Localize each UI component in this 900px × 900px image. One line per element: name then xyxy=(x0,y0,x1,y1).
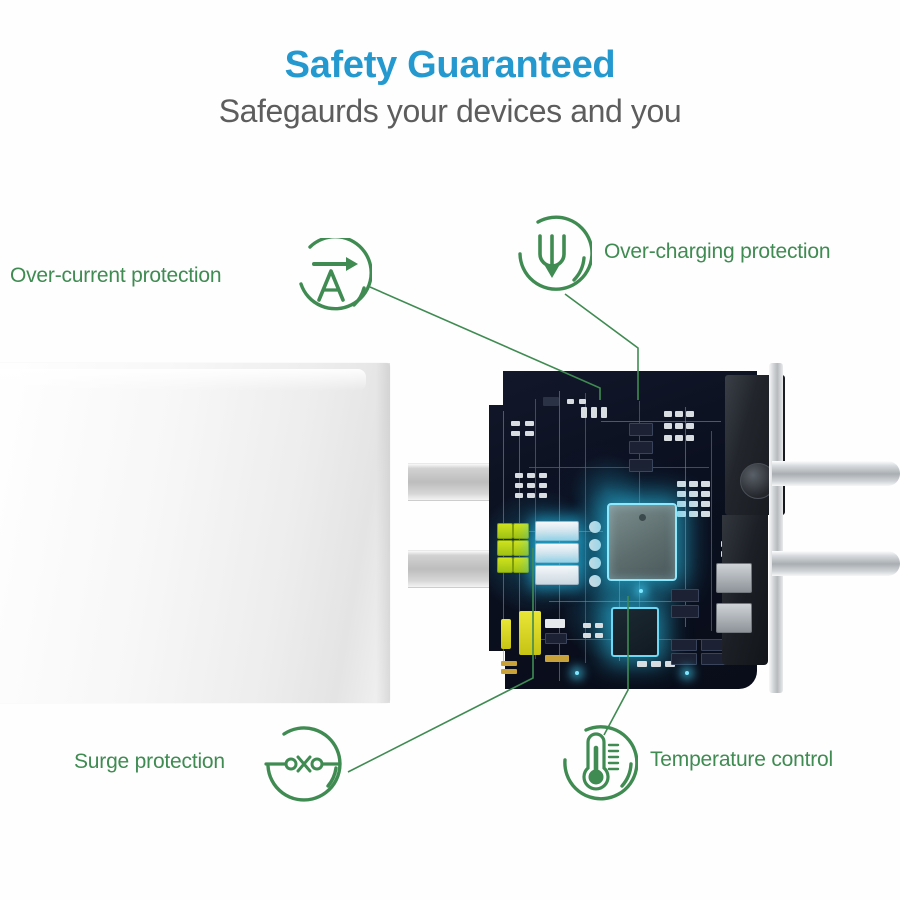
thermometer-icon xyxy=(563,725,638,801)
circuit-board xyxy=(489,371,757,689)
prong-base-bar xyxy=(769,363,783,693)
green-terminal-block xyxy=(497,523,513,539)
round-prong-lower xyxy=(772,551,900,576)
green-terminal-block xyxy=(497,557,513,573)
usb-port-lower xyxy=(716,603,752,633)
pcb-notch-top xyxy=(489,371,503,405)
green-terminal-block xyxy=(497,540,513,556)
relay-component xyxy=(535,543,579,563)
green-terminal-block xyxy=(513,557,529,573)
yellow-capacitor xyxy=(519,611,541,655)
broken-circuit-icon xyxy=(264,726,342,802)
relay-component xyxy=(535,521,579,541)
feature-label-surge: Surge protection xyxy=(74,750,225,773)
charger-body xyxy=(0,363,390,703)
secondary-chip xyxy=(611,607,659,657)
feature-label-over-current: Over-current protection xyxy=(10,264,222,287)
product-illustration xyxy=(0,355,900,715)
ammeter-arrow-icon xyxy=(299,238,372,311)
charger-body-highlight xyxy=(0,369,366,391)
plug-down-arrow-icon xyxy=(518,215,592,291)
page-title: Safety Guaranteed xyxy=(284,44,616,86)
round-prong-upper xyxy=(772,461,900,486)
yellow-capacitor xyxy=(501,619,511,649)
relay-component xyxy=(535,565,579,585)
page-subtitle: Safegaurds your devices and you xyxy=(218,92,682,129)
feature-label-temperature: Temperature control xyxy=(650,748,833,771)
green-terminal-block xyxy=(513,523,529,539)
green-terminal-block xyxy=(513,540,529,556)
header: Safety Guaranteed Safegaurds your device… xyxy=(0,44,900,129)
main-controller-chip xyxy=(607,503,677,581)
feature-label-over-charging: Over-charging protection xyxy=(604,240,831,263)
usb-port-upper xyxy=(716,563,752,593)
